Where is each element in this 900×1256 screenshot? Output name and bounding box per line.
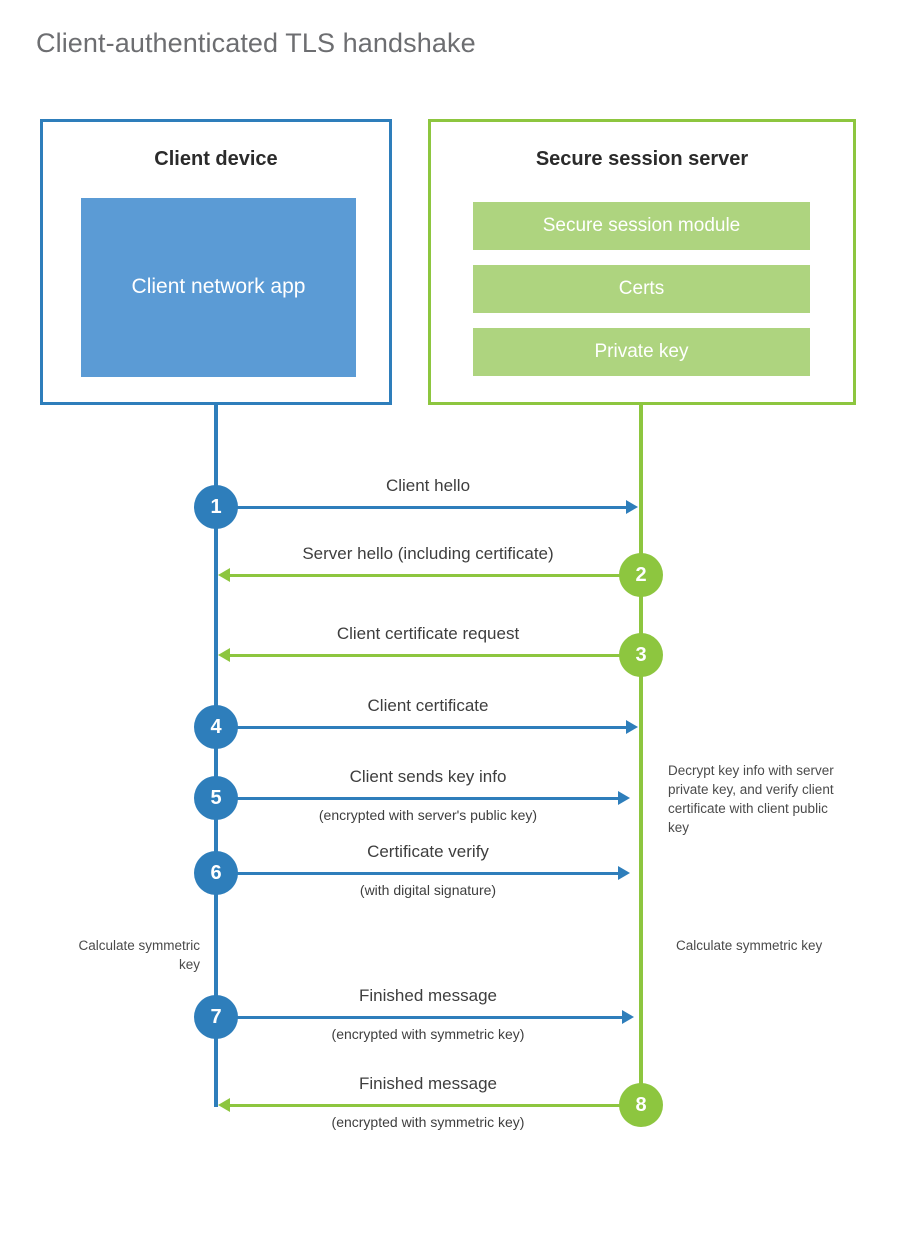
message-sublabel-7: (encrypted with symmetric key) bbox=[331, 1026, 525, 1042]
step-circle-5: 5 bbox=[194, 776, 238, 820]
secure-session-server-title: Secure session server bbox=[535, 148, 749, 170]
client-network-app-block: Client network app bbox=[81, 198, 356, 377]
arrow-head-left-icon bbox=[218, 648, 230, 662]
arrow-head-right-icon bbox=[618, 791, 630, 805]
secure-session-module-block: Secure session module bbox=[473, 202, 810, 250]
message-label-7: Finished message bbox=[359, 986, 497, 1005]
step-circle-4: 4 bbox=[194, 705, 238, 749]
arrow-line-4 bbox=[216, 726, 626, 729]
message-label-5: Client sends key info bbox=[349, 767, 507, 786]
client-device-box: Client device Client network app bbox=[40, 119, 392, 405]
arrow-head-left-icon bbox=[218, 568, 230, 582]
arrow-head-right-icon bbox=[626, 720, 638, 734]
arrow-head-left-icon bbox=[218, 1098, 230, 1112]
arrow-line-8 bbox=[230, 1104, 639, 1107]
client-calculate-symmetric-key-note: Calculate symmetric key bbox=[78, 938, 200, 973]
arrow-line-2 bbox=[230, 574, 639, 577]
arrow-line-3 bbox=[230, 654, 639, 657]
arrow-head-right-icon bbox=[618, 866, 630, 880]
message-sublabel-5: (encrypted with server's public key) bbox=[318, 807, 538, 823]
step-circle-2: 2 bbox=[619, 553, 663, 597]
private-key-block: Private key bbox=[473, 328, 810, 376]
arrow-line-7 bbox=[216, 1016, 622, 1019]
arrow-line-5 bbox=[216, 797, 618, 800]
step-circle-8: 8 bbox=[619, 1083, 663, 1127]
client-device-title: Client device bbox=[154, 148, 278, 170]
arrow-head-right-icon bbox=[626, 500, 638, 514]
message-label-1: Client hello bbox=[385, 476, 471, 495]
step-circle-1: 1 bbox=[194, 485, 238, 529]
arrow-line-1 bbox=[216, 506, 626, 509]
message-label-8: Finished message bbox=[359, 1074, 497, 1093]
message-sublabel-6: (with digital signature) bbox=[359, 882, 497, 898]
step-circle-3: 3 bbox=[619, 633, 663, 677]
secure-session-server-box: Secure session server Secure session mod… bbox=[428, 119, 856, 405]
server-lifeline bbox=[639, 405, 643, 1107]
step-circle-6: 6 bbox=[194, 851, 238, 895]
step-circle-7: 7 bbox=[194, 995, 238, 1039]
client-lifeline bbox=[214, 405, 218, 1107]
certs-block: Certs bbox=[473, 265, 810, 313]
page-title: Client-authenticated TLS handshake bbox=[36, 28, 476, 58]
server-calculate-symmetric-key-note: Calculate symmetric key bbox=[676, 938, 823, 953]
message-label-4: Client certificate bbox=[367, 696, 489, 715]
arrow-head-right-icon bbox=[622, 1010, 634, 1024]
server-decrypt-note: Decrypt key info with server private key… bbox=[668, 763, 834, 836]
message-label-2: Server hello (including certificate) bbox=[302, 544, 554, 563]
message-label-6: Certificate verify bbox=[367, 842, 489, 861]
message-label-3: Client certificate request bbox=[336, 624, 520, 643]
arrow-line-6 bbox=[216, 872, 618, 875]
message-sublabel-8: (encrypted with symmetric key) bbox=[331, 1114, 525, 1130]
